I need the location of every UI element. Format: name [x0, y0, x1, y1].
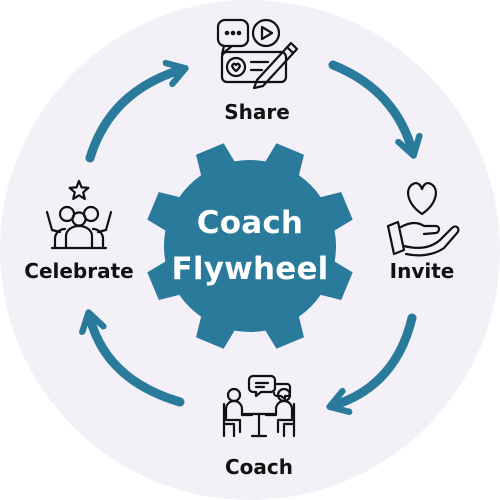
- arrow-invite-to-coach: [335, 313, 417, 405]
- arrow-celebrate-to-share: [85, 70, 180, 163]
- arrow-coach-to-celebrate: [90, 318, 185, 407]
- gear-title-line-1: Coach: [196, 205, 304, 241]
- step-label-coach: Coach: [224, 455, 294, 479]
- star-icon: [68, 179, 90, 200]
- gear-shape: [147, 143, 353, 349]
- step-label-invite: Invite: [389, 259, 455, 283]
- gear-title-line-2: Flywheel: [171, 251, 329, 287]
- heart-in-hand-icon: [386, 181, 460, 257]
- arrow-share-to-invite: [328, 60, 412, 150]
- step-label-share: Share: [224, 100, 290, 124]
- chat-and-pen-icon: [216, 18, 299, 90]
- step-label-celebrate: Celebrate: [24, 259, 134, 283]
- coaching-conversation-icon: [222, 374, 296, 438]
- team-star-icon: [45, 179, 113, 250]
